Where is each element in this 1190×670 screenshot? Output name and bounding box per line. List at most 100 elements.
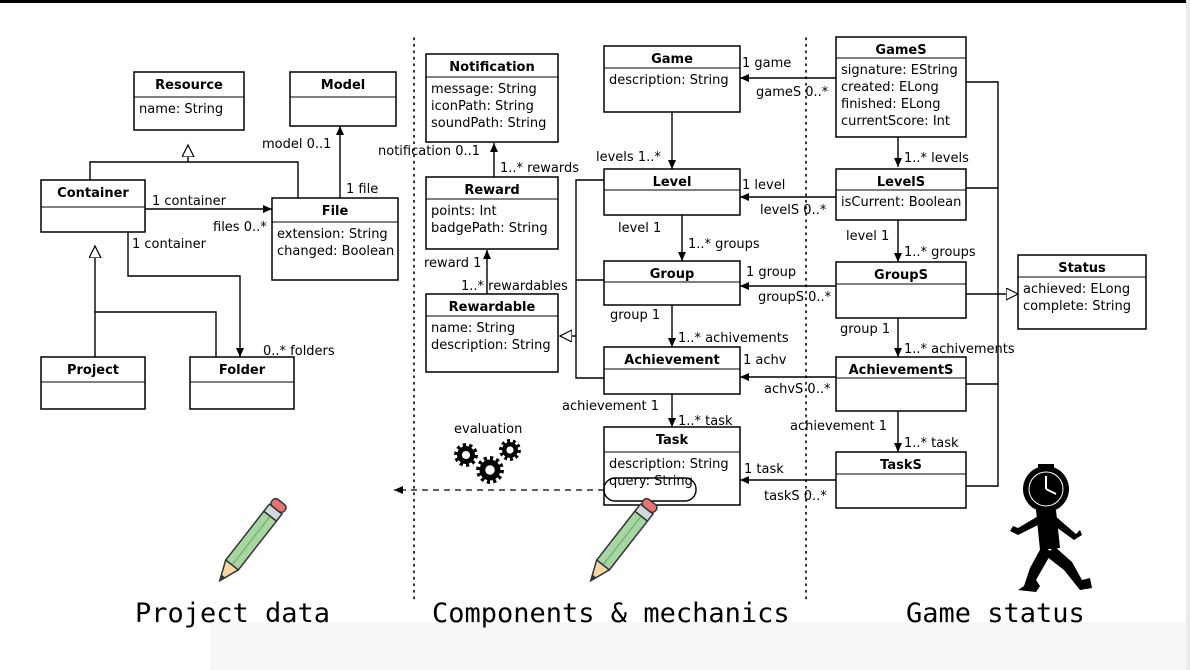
class-box-resource: Resource name: String: [133, 71, 245, 131]
class-title-folder: Folder: [219, 363, 266, 378]
class-box-project: Project: [40, 356, 146, 410]
class-attr-levels: isCurrent: Boolean: [841, 195, 961, 210]
label-games: gameS 0..*: [756, 85, 829, 100]
class-attr-reward: points: Int: [431, 204, 497, 219]
class-attr-resource: name: String: [139, 102, 223, 117]
top-border: [0, 0, 1190, 3]
label-s-achievement: achievement 1: [790, 419, 887, 434]
class-title-file: File: [322, 204, 349, 219]
class-attr-games: signature: EString: [841, 63, 958, 78]
class-attr-rewardable: description: String: [431, 338, 551, 353]
edge-status-bus: [966, 81, 999, 487]
class-title-status: Status: [1058, 261, 1106, 276]
right-border: [1186, 0, 1190, 670]
label-s-achivements: 1..* achivements: [904, 342, 1015, 357]
label-levelS: levelS 0..*: [760, 203, 827, 218]
class-title-groups: GroupS: [874, 268, 928, 283]
class-attr-games: created: ELong: [841, 80, 939, 95]
class-title-games: GameS: [875, 43, 926, 58]
class-title-level: Level: [653, 175, 692, 190]
class-title-task: Task: [656, 433, 689, 448]
caption-components: Components & mechanics: [432, 598, 790, 629]
label-achivements: 1..* achivements: [678, 331, 789, 346]
bottom-background-band: [210, 622, 1186, 670]
class-title-model: Model: [321, 78, 365, 93]
class-attr-rewardable: name: String: [431, 321, 515, 336]
class-attr-status: achieved: ELong: [1023, 282, 1130, 297]
class-attr-notification: soundPath: String: [431, 116, 546, 131]
label-s-groups: 1..* groups: [904, 245, 976, 260]
class-attr-file: extension: String: [277, 227, 388, 242]
class-title-achievement: Achievement: [624, 353, 719, 368]
class-title-project: Project: [67, 363, 119, 378]
class-title-container: Container: [57, 186, 129, 201]
label-container-bottom: 1 container: [132, 237, 207, 252]
class-title-resource: Resource: [155, 78, 223, 93]
label-achvS: achvS 0..*: [764, 382, 831, 397]
class-box-task: Task description: String query: String: [603, 426, 741, 506]
class-attr-games: finished: ELong: [841, 97, 941, 112]
label-s-group: group 1: [840, 322, 890, 337]
pencil-icon: [218, 497, 287, 583]
class-box-group: Group: [603, 260, 741, 306]
label-rewards: 1..* rewards: [500, 161, 579, 176]
label-achievement: achievement 1: [562, 399, 659, 414]
label-file: 1 file: [346, 182, 378, 197]
edge-rewardable-bus: [575, 179, 604, 379]
label-one-task: 1 task: [744, 462, 784, 477]
label-levels: levels 1..*: [596, 150, 661, 165]
class-title-group: Group: [650, 267, 695, 282]
class-box-achievement: Achievement: [603, 346, 741, 395]
label-group: group 1: [610, 308, 660, 323]
caption-game-status: Game status: [906, 598, 1085, 629]
label-container-top: 1 container: [152, 194, 227, 209]
label-groups: 1..* groups: [688, 237, 760, 252]
class-title-game: Game: [651, 52, 693, 67]
class-box-reward: Reward points: Int badgePath: String: [425, 176, 559, 250]
label-task: 1..* task: [678, 414, 733, 429]
class-attr-task: query: String: [609, 474, 693, 489]
label-model: model 0..1: [262, 137, 331, 152]
edge-project-folder: [94, 311, 217, 357]
class-box-tasks: TaskS: [835, 451, 967, 509]
label-taskS: taskS 0..*: [764, 489, 827, 504]
label-groupS: groupS 0..*: [758, 290, 832, 305]
class-title-notification: Notification: [449, 60, 534, 75]
label-s-task: 1..* task: [904, 436, 959, 451]
gears-icon: [454, 439, 521, 484]
edge-container-folder: [127, 232, 244, 357]
class-box-notification: Notification message: String iconPath: Str…: [425, 53, 559, 143]
pencil-icon: [589, 497, 658, 583]
class-box-folder: Folder: [189, 356, 295, 410]
class-box-rewardable: Rewardable name: String description: Strin…: [425, 293, 559, 373]
class-box-achievements: AchievementS: [835, 356, 967, 412]
label-level: level 1: [618, 221, 661, 236]
class-attr-notification: iconPath: String: [431, 99, 534, 114]
label-one-group: 1 group: [746, 265, 796, 280]
class-attr-reward: badgePath: String: [431, 221, 548, 236]
label-notification: notification 0..1: [378, 144, 480, 159]
class-attr-notification: message: String: [431, 82, 537, 97]
class-title-rewardable: Rewardable: [449, 300, 536, 315]
label-one-achv: 1 achv: [743, 353, 787, 368]
edge-file-resource: [188, 161, 299, 198]
caption-project-data: Project data: [135, 598, 330, 629]
class-title-reward: Reward: [464, 183, 519, 198]
label-rewardables: 1..* rewardables: [461, 279, 568, 294]
label-evaluation: evaluation: [454, 422, 522, 437]
class-title-levels: LevelS: [877, 175, 925, 190]
label-files: files 0..*: [213, 220, 267, 235]
class-box-container: Container: [40, 179, 146, 233]
label-reward: reward 1: [424, 256, 481, 271]
class-box-groups: GroupS: [835, 261, 967, 319]
label-s-level: level 1: [846, 229, 889, 244]
class-box-game: Game description: String: [603, 45, 741, 113]
edge-container-resource: [89, 145, 188, 180]
class-title-tasks: TaskS: [880, 458, 922, 473]
class-attr-game: description: String: [609, 73, 729, 88]
class-title-achievements: AchievementS: [849, 363, 954, 378]
class-attr-task: description: String: [609, 457, 729, 472]
